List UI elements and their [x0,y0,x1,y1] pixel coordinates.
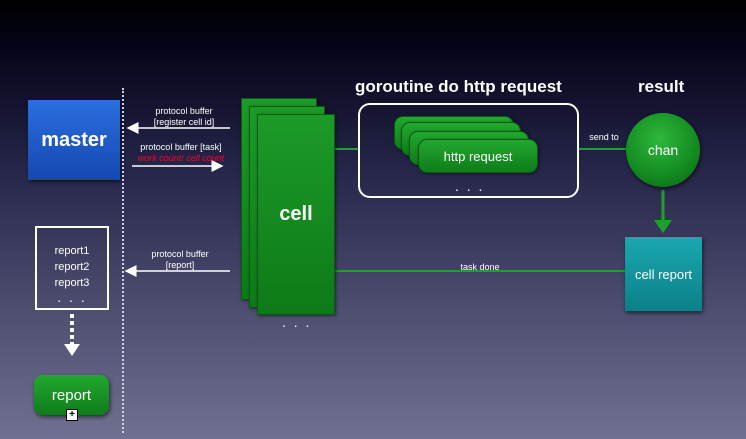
cell-card-front: cell [257,114,335,315]
reports-box: report1 report2 report3 . . . [35,226,109,310]
http-card-front: http request [418,139,538,173]
chan-node: chan [626,113,700,187]
separator-line [122,88,124,433]
task-warning-label: work count/ cell count [137,153,225,163]
master-node: master [28,100,120,180]
reports-to-report-arrowhead [64,344,80,356]
send-to-label: send to [589,132,619,142]
cell-report-label: cell report [634,266,693,282]
report-button-label: report [51,386,92,404]
master-label: master [41,128,107,151]
report-item-2: report2 [54,261,90,273]
goroutine-title: goroutine do http request [355,77,562,96]
cell-more-dots: . . . [282,314,312,330]
chan-to-cellreport-arrowhead [654,220,672,233]
report-item-3: report3 [54,277,90,289]
task-done-label: task done [460,262,500,272]
http-request-label: http request [443,148,513,164]
goroutine-box [358,103,579,198]
result-title: result [638,77,685,96]
task-label: protocol buffer [task] [140,142,222,152]
register-label: protocol buffer [register cell id] [153,106,215,127]
goroutine-more-dots: . . . [455,178,485,194]
reports-more-dots: . . . [57,289,87,305]
report-button[interactable]: report [34,375,109,415]
cell-report-node: cell report [625,237,702,311]
chan-label: chan [647,142,679,158]
plus-icon[interactable]: + [66,409,78,421]
cell-label: cell [279,203,313,225]
report-protocol-label: protocol buffer [report] [151,249,209,270]
report-item-1: report1 [54,245,90,257]
